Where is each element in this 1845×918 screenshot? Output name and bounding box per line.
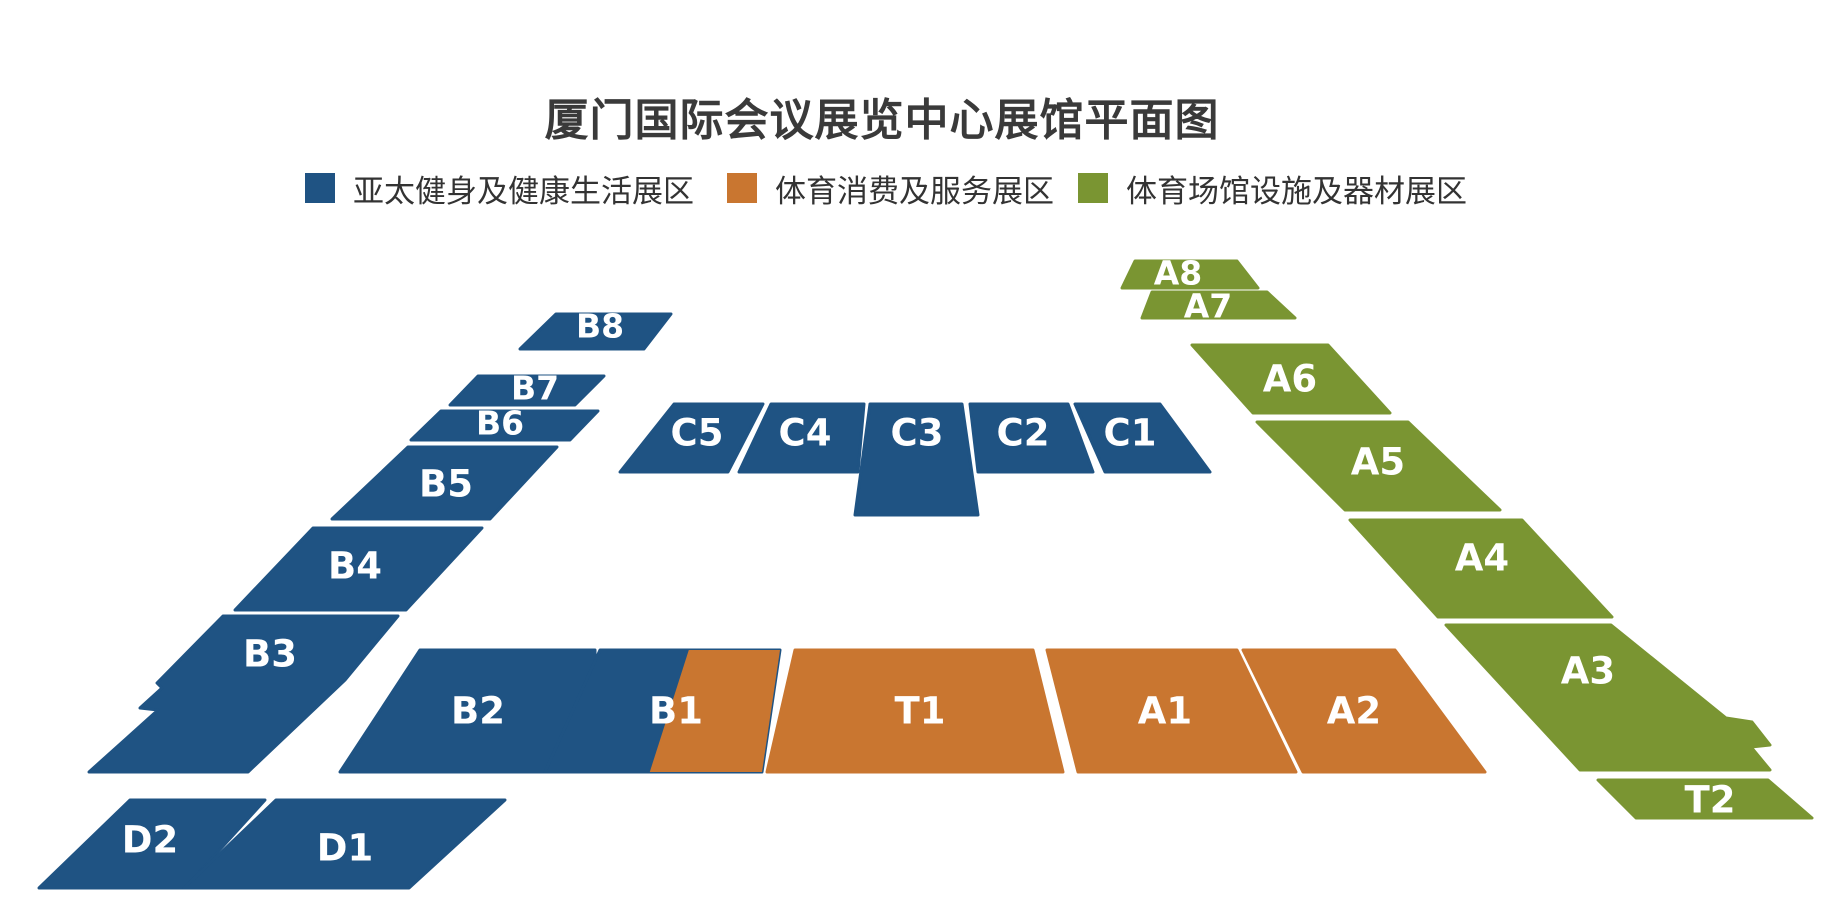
hall-label-A5: A5	[1351, 441, 1405, 484]
hall-B6[interactable]: B6	[409, 404, 600, 443]
hall-label-A1: A1	[1138, 690, 1192, 733]
hall-A4[interactable]: A4	[1348, 518, 1614, 619]
hall-A2[interactable]: A2	[1241, 648, 1487, 774]
hall-C5[interactable]: C5	[618, 402, 765, 474]
hall-label-C3: C3	[891, 412, 944, 455]
hall-B4[interactable]: B4	[233, 526, 484, 612]
hall-A7[interactable]: A7	[1140, 287, 1297, 326]
hall-T1[interactable]: T1	[765, 648, 1065, 774]
hall-label-C2: C2	[997, 412, 1050, 455]
hall-label-C5: C5	[671, 412, 724, 455]
hall-label-A7: A7	[1184, 287, 1233, 326]
hall-label-C1: C1	[1104, 412, 1157, 455]
hall-label-A8: A8	[1154, 254, 1203, 293]
hall-A1[interactable]: A1	[1045, 648, 1298, 774]
hall-label-B5: B5	[419, 463, 473, 506]
hall-label-B2: B2	[451, 690, 505, 733]
hall-B8[interactable]: B8	[518, 307, 673, 351]
hall-label-A6: A6	[1263, 358, 1317, 401]
hall-D1[interactable]: D1	[182, 798, 507, 890]
hall-C2[interactable]: C2	[968, 402, 1095, 474]
legend-item-venue: 体育场馆设施及器材展区	[1078, 168, 1467, 210]
map-title: 厦门国际会议展览中心展馆平面图	[544, 95, 1220, 146]
hall-A5[interactable]: A5	[1255, 420, 1502, 512]
hall-T2[interactable]: T2	[1596, 778, 1814, 822]
hall-B7[interactable]: B7	[448, 369, 606, 408]
hall-A3[interactable]: A3	[1444, 623, 1772, 772]
hall-label-A3: A3	[1561, 650, 1615, 693]
hall-label-D2: D2	[122, 819, 178, 862]
hall-label-A4: A4	[1455, 537, 1509, 580]
hall-B1[interactable]: B1	[543, 640, 800, 790]
hall-label-B8: B8	[576, 307, 624, 346]
legend-swatch-service	[727, 173, 757, 203]
hall-label-C4: C4	[779, 412, 832, 455]
hall-label-T1: T1	[895, 690, 946, 733]
legend-label-service: 体育消费及服务展区	[775, 173, 1054, 210]
hall-label-B3: B3	[243, 633, 297, 676]
hall-B3[interactable]: B3	[87, 614, 400, 774]
hall-B2[interactable]: B2	[338, 648, 597, 774]
legend-label-venue: 体育场馆设施及器材展区	[1126, 173, 1467, 210]
hall-label-B7: B7	[511, 369, 559, 408]
hall-C3[interactable]: C3	[853, 402, 980, 517]
legend-swatch-venue	[1078, 173, 1108, 203]
hall-A6[interactable]: A6	[1190, 343, 1392, 415]
legend-swatch-fitness	[305, 173, 335, 203]
hall-label-B4: B4	[328, 545, 382, 588]
hall-label-D1: D1	[317, 827, 373, 870]
hall-B5[interactable]: B5	[330, 445, 559, 521]
hall-label-A2: A2	[1327, 690, 1381, 733]
legend-item-fitness: 亚太健身及健康生活展区	[305, 168, 694, 210]
hall-A8[interactable]: A8	[1120, 254, 1260, 293]
legend-label-fitness: 亚太健身及健康生活展区	[353, 173, 694, 210]
hall-label-T2: T2	[1685, 779, 1736, 822]
legend-item-service: 体育消费及服务展区	[727, 168, 1054, 210]
hall-C1[interactable]: C1	[1073, 402, 1212, 474]
hall-label-B6: B6	[476, 404, 524, 443]
hall-label-B1: B1	[649, 690, 703, 733]
hall-C4[interactable]: C4	[737, 402, 866, 474]
legend: 亚太健身及健康生活展区 体育消费及服务展区 体育场馆设施及器材展区	[0, 168, 1845, 210]
